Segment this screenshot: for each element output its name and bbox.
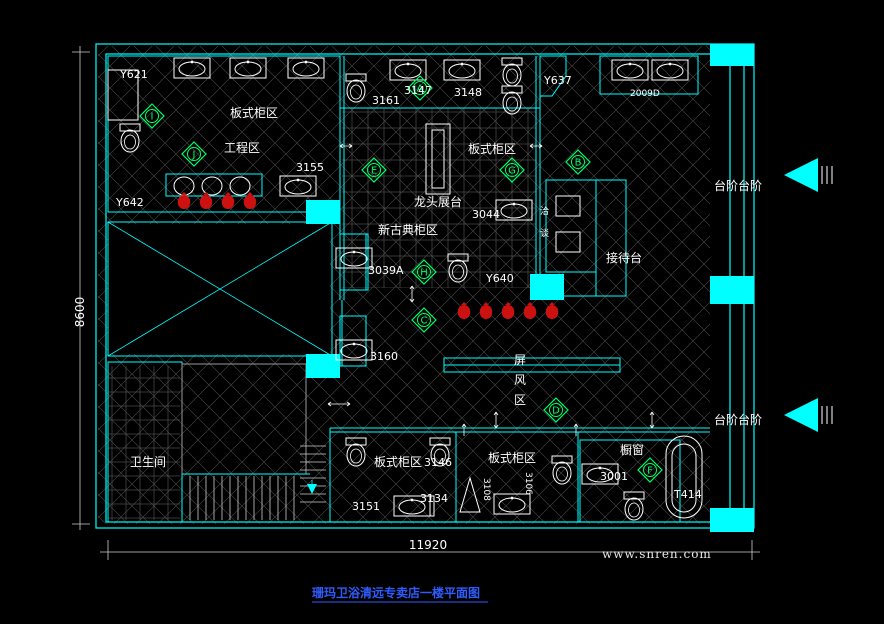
dimension-lines [72, 46, 760, 560]
marker-f: F [637, 457, 663, 483]
marker-a: A [407, 75, 433, 101]
label-stairs-bottom: 台阶台阶 [714, 412, 762, 427]
svg-text:G: G [508, 166, 516, 177]
marker-g: G [499, 157, 525, 183]
model-3134: 3134 [420, 492, 448, 505]
direction-arrows [327, 143, 655, 436]
model-3161: 3161 [372, 94, 400, 107]
label-office-1: 洽 [540, 205, 549, 217]
model-labels: Y621 Y642 Y637 Y640 3161 3147 3148 3155 … [115, 68, 702, 513]
label-board-cabinet-bottom-2: 板式柜区 [488, 451, 536, 465]
marker-e: E [361, 157, 387, 183]
width-dimension: 11920 [409, 538, 447, 552]
label-neo-classic: 新古典柜区 [378, 222, 438, 237]
model-y640: Y640 [485, 272, 514, 285]
tile-grid-restroom [108, 366, 180, 520]
label-glass-window: 橱窗 [620, 443, 644, 457]
label-screen-2: 风 [514, 373, 526, 387]
label-stairs-top: 台阶台阶 [714, 178, 762, 193]
svg-text:C: C [421, 316, 428, 327]
label-screen-1: 屏 [514, 353, 526, 367]
model-3039a: 3039A [368, 264, 404, 277]
drawing-title: 珊玛卫浴清远专卖店一楼平面图 [312, 585, 480, 600]
model-y642: Y642 [115, 196, 144, 209]
svg-text:J: J [192, 150, 196, 161]
model-3108: 3108 [481, 478, 491, 501]
model-3146: 3146 [424, 456, 452, 469]
area-labels: 板式柜区 工程区 板式柜区 龙头展台 新古典柜区 接待台 屏 风 区 卫生间 板… [130, 106, 762, 469]
marker-i: I [139, 103, 165, 129]
model-3160: 3160 [370, 350, 398, 363]
marker-d: D [543, 397, 569, 423]
label-engineering: 工程区 [224, 140, 260, 155]
interior-walls [107, 55, 710, 523]
svg-text:B: B [575, 158, 582, 169]
svg-text:H: H [420, 268, 428, 279]
label-board-cabinet-bottom-1: 板式柜区 [374, 455, 422, 469]
marker-j: J [181, 141, 207, 167]
label-office-2: 谈 [540, 227, 549, 239]
model-y637: Y637 [543, 74, 572, 87]
label-reception: 接待台 [606, 250, 642, 265]
label-faucet-display: 龙头展台 [414, 194, 462, 209]
entrance-arrow-bottom [784, 398, 833, 432]
staircase [189, 445, 326, 520]
label-screen-3: 区 [514, 393, 526, 407]
model-t414: T414 [673, 488, 702, 501]
entrance-arrow-top [784, 158, 833, 192]
marker-b: B [565, 149, 591, 175]
structural-columns [306, 44, 754, 532]
svg-text:E: E [371, 166, 377, 177]
marker-h: H [411, 259, 437, 285]
model-3148: 3148 [454, 86, 482, 99]
model-y621: Y621 [119, 68, 148, 81]
label-restroom: 卫生间 [130, 455, 166, 469]
view-markers: A B C D E F G H I J [139, 75, 663, 483]
tile-grid-center [342, 108, 536, 288]
model-3151: 3151 [352, 500, 380, 513]
label-board-cabinet-center: 板式柜区 [468, 142, 516, 156]
model-3001: 3001 [600, 470, 628, 483]
model-3106: 3106 [523, 472, 533, 495]
svg-text:A: A [417, 84, 424, 95]
model-3147: 3147 [404, 84, 432, 97]
watermark: www.snren.com [602, 547, 712, 561]
svg-text:F: F [647, 466, 653, 477]
svg-text:I: I [151, 112, 154, 123]
model-3155: 3155 [296, 161, 324, 174]
model-2009d: 2009D [630, 89, 660, 99]
marker-c: C [411, 307, 437, 333]
height-dimension: 8600 [73, 297, 87, 328]
model-3044: 3044 [472, 208, 500, 221]
label-board-cabinet-top-left: 板式柜区 [230, 106, 278, 120]
svg-text:D: D [552, 406, 560, 417]
